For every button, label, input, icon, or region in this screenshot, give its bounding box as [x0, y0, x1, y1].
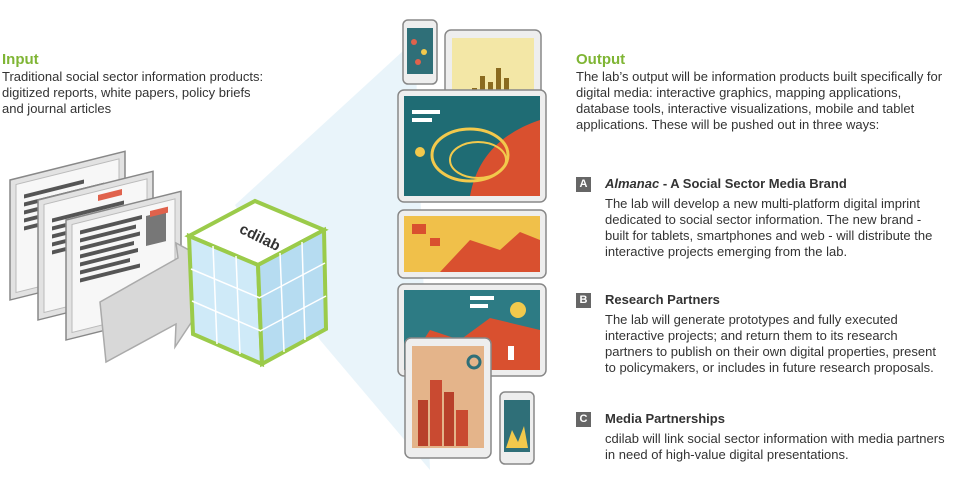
way-title: Almanac - A Social Sector Media Brand: [605, 176, 847, 191]
badge-a: A: [576, 177, 591, 192]
way-title-rest: Media Partnerships: [605, 411, 725, 426]
input-description: Traditional social sector information pr…: [2, 69, 264, 116]
way-header: A Almanac - A Social Sector Media Brand: [576, 176, 948, 193]
cdilab-cube-icon: cdilab: [184, 198, 329, 368]
screen-globe-graphic: [397, 89, 547, 203]
way-body: The lab will generate prototypes and ful…: [605, 312, 936, 375]
way-title: Research Partners: [605, 292, 720, 307]
document-stack-icon: [9, 150, 182, 341]
input-heading: Input: [2, 51, 39, 68]
output-heading: Output: [576, 51, 626, 68]
way-body: The lab will develop a new multi-platfor…: [605, 196, 933, 259]
way-title-italic: Almanac: [605, 176, 660, 191]
badge-c: C: [576, 412, 591, 427]
screen-map-graphic: [397, 209, 547, 279]
tablet-screen-city: [404, 337, 492, 459]
way-header: B Research Partners: [576, 292, 948, 309]
phone-screen-bottom: [499, 391, 535, 465]
projection-beam: [235, 40, 430, 470]
way-media-partnerships: C Media Partnerships cdilab will link so…: [576, 411, 948, 463]
phone-screen-top: [402, 19, 438, 85]
way-title: Media Partnerships: [605, 411, 725, 426]
output-description: The lab’s output will be information pro…: [576, 69, 943, 132]
way-body: cdilab will link social sector informati…: [605, 431, 945, 462]
device-screens-icon: [397, 19, 547, 465]
badge-b: B: [576, 293, 591, 308]
way-almanac: A Almanac - A Social Sector Media Brand …: [576, 176, 948, 260]
way-header: C Media Partnerships: [576, 411, 948, 428]
way-title-rest: Research Partners: [605, 292, 720, 307]
way-title-rest: - A Social Sector Media Brand: [659, 176, 847, 191]
way-research-partners: B Research Partners The lab will generat…: [576, 292, 948, 376]
